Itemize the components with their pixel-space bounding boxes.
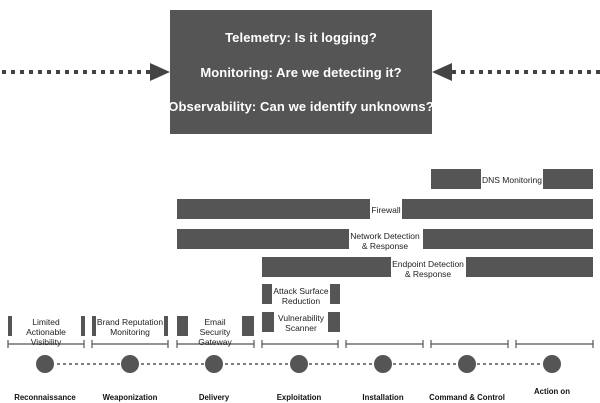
edr-bar-right [466,257,593,277]
firewall-label: Firewall [371,205,401,215]
ndr-label: Network Detection & Response [350,231,420,251]
brand-label: Brand Reputation Monitoring [96,317,164,337]
stage-dot-command-control [458,355,476,373]
stage-label-exploitation: Exploitation [276,393,322,402]
vuln-label: Vulnerability Scanner [278,313,324,333]
stage-label-action-on: Action on [534,387,570,396]
asr-bar-left [262,284,272,304]
stage-dots [36,355,561,373]
ndr-bar-right [423,229,593,249]
stage-label-command-control: Command & Control [429,393,505,402]
brand-bar-left [92,316,96,336]
stage-dot-delivery [205,355,223,373]
limited-label: Limited Actionable Visibility [26,317,66,347]
right-dotted-arrow [432,63,600,81]
limited-bar-right [81,316,85,336]
email-bar-right [242,316,254,336]
dns-label: DNS Monitoring [482,175,542,185]
stage-dot-reconnaissance [36,355,54,373]
limited-bar-left [8,316,12,336]
edr-label: Endpoint Detection & Response [392,259,464,279]
asr-bar-right [330,284,340,304]
vuln-bar-left [262,312,274,332]
observability-question: Observability: Can we identify unknowns? [168,99,434,115]
header-box: Telemetry: Is it logging? Monitoring: Ar… [168,10,434,134]
stage-label-installation: Installation [362,393,404,402]
dns-bar-left [431,169,481,189]
vuln-bar-right [328,312,340,332]
stage-dot-exploitation [290,355,308,373]
ndr-bar-left [177,229,349,249]
email-label: Email Security Gateway [198,317,232,347]
edr-bar-left [262,257,391,277]
stage-dot-weaponization [121,355,139,373]
firewall-bar-right [402,199,593,219]
stage-label-delivery: Delivery [198,393,230,402]
stage-dot-action-on [543,355,561,373]
stage-dot-installation [374,355,392,373]
telemetry-question: Telemetry: Is it logging? [225,29,377,45]
stage-label-weaponization: Weaponization [102,393,158,402]
dns-bar-right [543,169,593,189]
stage-brackets [7,340,594,348]
monitoring-question: Monitoring: Are we detecting it? [200,64,402,80]
firewall-bar-left [177,199,370,219]
email-bar-left [177,316,188,336]
brand-bar-right [164,316,168,336]
stage-label-reconnaissance: Reconnaissance [14,393,76,402]
left-dotted-arrow [2,63,170,81]
asr-label: Attack Surface Reduction [273,286,329,306]
